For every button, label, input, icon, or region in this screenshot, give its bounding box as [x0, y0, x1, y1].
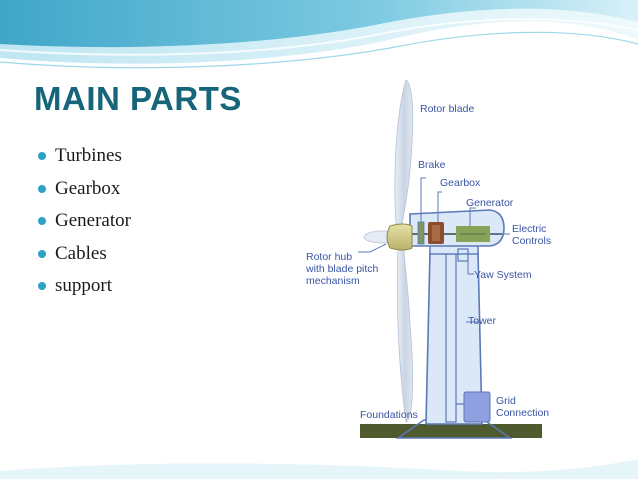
ground-strip [360, 424, 542, 438]
label-grid: Grid [496, 395, 516, 407]
bullet-item: Turbines [38, 140, 131, 173]
label-grid-connection: Connection [496, 407, 549, 419]
bullet-dot-icon [38, 217, 46, 226]
grid-connection-box [463, 391, 491, 423]
label-tower: Tower [468, 315, 497, 327]
turbine-illustration: Rotor blade Brake Gearbox Generator Elec… [305, 79, 551, 439]
label-rotor-hub-mechanism: mechanism [306, 275, 360, 287]
bullet-text: Gearbox [55, 177, 121, 199]
label-electric: Electric [512, 223, 546, 235]
leader-gearbox [437, 191, 442, 222]
bullet-item: support [38, 270, 131, 303]
footer-wave [0, 459, 638, 479]
leader-yaw [467, 261, 474, 275]
label-foundations: Foundations [360, 409, 418, 421]
bullet-text: Turbines [55, 145, 122, 167]
leader-rotor-hub [358, 243, 387, 253]
bullet-dot-icon [38, 249, 46, 258]
bullet-dot-icon [38, 282, 46, 291]
label-controls: Controls [512, 235, 551, 247]
bullet-text: Cables [55, 242, 107, 264]
header-wave [0, 0, 638, 69]
label-yaw-system: Yaw System [474, 269, 532, 281]
label-rotor-hub-pitch: with blade pitch [305, 263, 379, 275]
slide-title: MAIN PARTS [34, 80, 242, 117]
label-generator: Generator [466, 197, 514, 209]
label-rotor-hub: Rotor hub [306, 251, 352, 263]
brake [417, 221, 425, 245]
bullet-text: Generator [55, 210, 131, 232]
leader-generator [469, 207, 476, 226]
rotor-hub [386, 223, 413, 251]
yaw-motor [457, 248, 469, 262]
rotor-blade-bottom [396, 249, 413, 423]
bullet-item: Cables [38, 238, 131, 271]
rotor-blade-top [394, 79, 414, 225]
bullet-dot-icon [38, 152, 46, 161]
bullet-list: Turbines Gearbox Generator Cables suppor… [38, 140, 131, 303]
leader-brake [420, 177, 426, 222]
gearbox-highlight [432, 225, 440, 241]
bullet-item: Generator [38, 205, 131, 238]
bullet-dot-icon [38, 184, 46, 193]
wind-turbine-diagram: Rotor blade Brake Gearbox Generator Elec… [298, 74, 566, 452]
bullet-text: support [55, 275, 112, 297]
label-rotor-blade: Rotor blade [420, 103, 474, 115]
label-brake: Brake [418, 159, 446, 171]
bullet-item: Gearbox [38, 173, 131, 206]
label-gearbox: Gearbox [440, 177, 481, 189]
